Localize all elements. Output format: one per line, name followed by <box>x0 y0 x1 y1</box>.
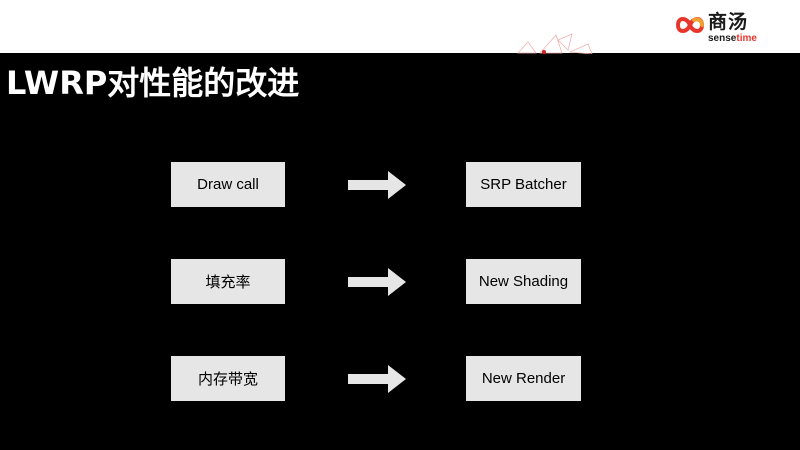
solution-box-new-shading: New Shading <box>466 259 581 304</box>
decorative-shapes <box>517 33 593 54</box>
slide-title: LWRP对性能的改进 <box>6 64 300 102</box>
sensetime-logo: 商汤 sensetime <box>674 10 792 48</box>
arrow-right-icon <box>348 268 406 296</box>
logo-english-suffix: time <box>736 33 757 44</box>
arrow-right-icon <box>348 171 406 199</box>
solution-box-new-render: New Render <box>466 356 581 401</box>
problem-box-memory-bandwidth: 内存带宽 <box>171 356 285 401</box>
problem-box-fill-rate: 填充率 <box>171 259 285 304</box>
logo-english-name: sensetime <box>708 33 757 44</box>
arrow-right-icon <box>348 365 406 393</box>
infinity-logo-icon <box>675 17 705 33</box>
logo-chinese-name: 商汤 <box>708 11 749 33</box>
header-band: 商汤 sensetime <box>0 0 800 54</box>
solution-box-srp-batcher: SRP Batcher <box>466 162 581 207</box>
logo-english-prefix: sense <box>708 33 737 44</box>
problem-box-draw-call: Draw call <box>171 162 285 207</box>
